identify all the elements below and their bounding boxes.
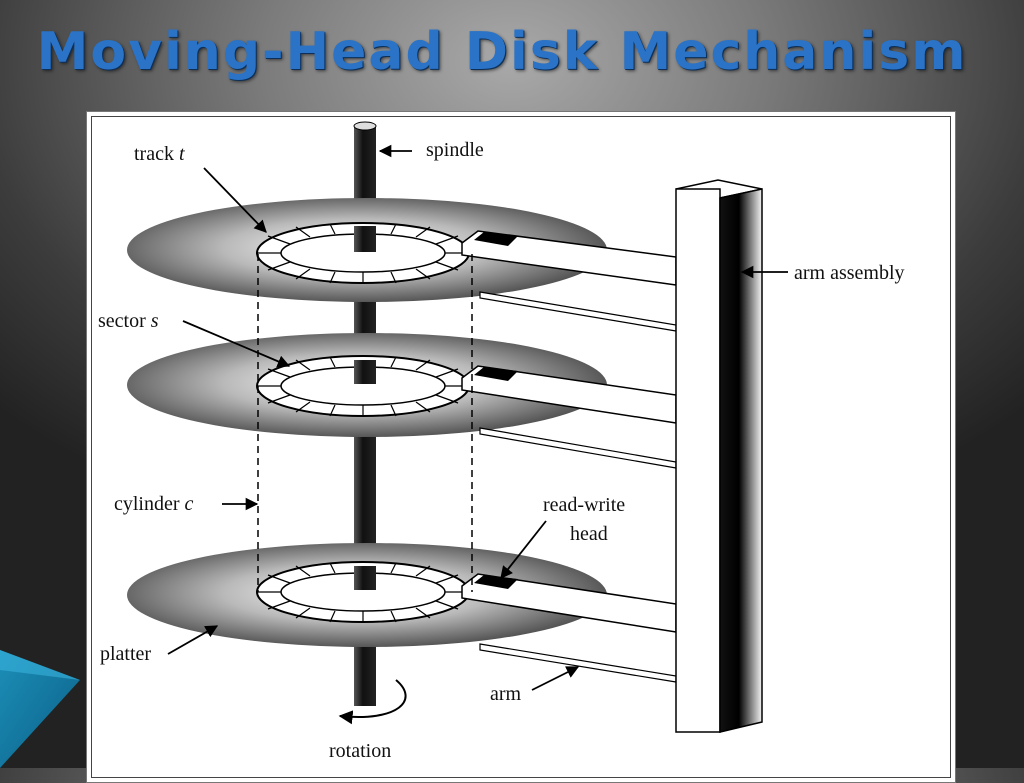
label-cylinder-var: c <box>185 493 194 515</box>
slide-title: Moving-Head Disk Mechanism <box>36 22 968 82</box>
svg-text:sector s: sector s <box>98 310 159 332</box>
platter-middle <box>127 333 607 437</box>
svg-text:cylinder c: cylinder c <box>114 493 194 515</box>
corner-accent <box>0 650 80 768</box>
svg-text:track t: track t <box>134 143 185 165</box>
label-track: track <box>134 143 174 165</box>
track-ring <box>256 222 470 284</box>
platter-top <box>127 198 607 302</box>
rotation-arrow <box>338 679 407 725</box>
label-arm-assembly: arm assembly <box>794 262 905 284</box>
label-platter: platter <box>100 643 151 665</box>
label-arm: arm <box>490 683 522 705</box>
cylinder-outline <box>257 254 473 592</box>
label-track-var: t <box>179 143 185 165</box>
label-sector-var: s <box>151 310 159 332</box>
label-sector: sector <box>98 310 146 332</box>
label-head: head <box>570 523 608 545</box>
leader-arrows <box>167 144 788 691</box>
label-cylinder: cylinder <box>114 493 180 515</box>
arm-2 <box>461 365 677 469</box>
label-spindle: spindle <box>426 139 484 161</box>
platter-bottom <box>127 543 607 647</box>
label-rotation: rotation <box>329 740 391 762</box>
arm-assembly-column <box>675 179 763 733</box>
label-read-write: read-write <box>543 494 625 516</box>
